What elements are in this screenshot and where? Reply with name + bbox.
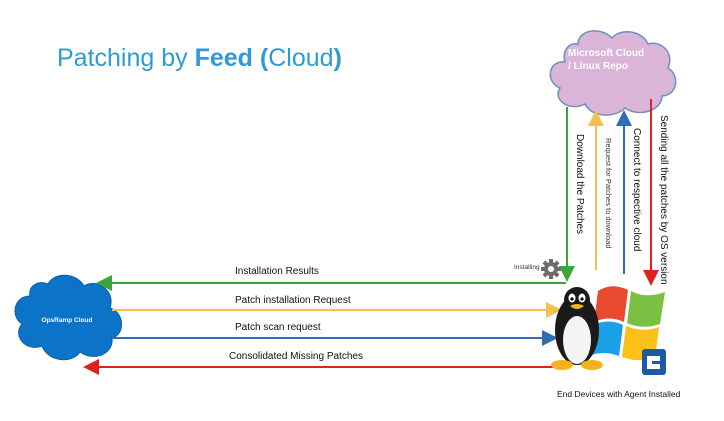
- label-consolidated-missing-patches: Consolidated Missing Patches: [229, 351, 363, 362]
- label-request-patches-download: Request for Patches to download: [604, 138, 613, 249]
- label-connect-cloud: Connect to respective cloud: [631, 128, 642, 252]
- page-title: Patching by Feed (Cloud): [57, 44, 342, 73]
- installing-label: Installing: [514, 264, 540, 271]
- end-devices-label: End Devices with Agent Installed: [557, 389, 681, 399]
- windows-logo-icon: [588, 286, 665, 361]
- label-patch-installation-request: Patch installation Request: [235, 295, 351, 306]
- label-patch-scan-request: Patch scan request: [235, 322, 321, 333]
- gear-icon: [541, 259, 561, 279]
- label-installation-results: Installation Results: [235, 266, 319, 277]
- title-text-cloud: Cloud: [268, 44, 334, 72]
- title-text-feed: Feed: [194, 44, 253, 72]
- repo-cloud-shape: [549, 30, 677, 116]
- agent-badge-icon: [642, 349, 666, 375]
- label-download-patches: Download the Patches: [574, 134, 585, 235]
- linux-penguin-icon: [551, 287, 603, 370]
- opsramp-cloud-label: OpsRamp Cloud: [41, 317, 93, 324]
- title-text-1: Patching by: [57, 44, 195, 72]
- label-sending-patches: Sending all the patches by OS version: [658, 115, 669, 285]
- repo-cloud-label: Microsoft Cloud / Linux Repo: [568, 48, 645, 72]
- title-text-paren-close: ): [333, 44, 342, 72]
- title-text-paren-open: (: [252, 44, 269, 72]
